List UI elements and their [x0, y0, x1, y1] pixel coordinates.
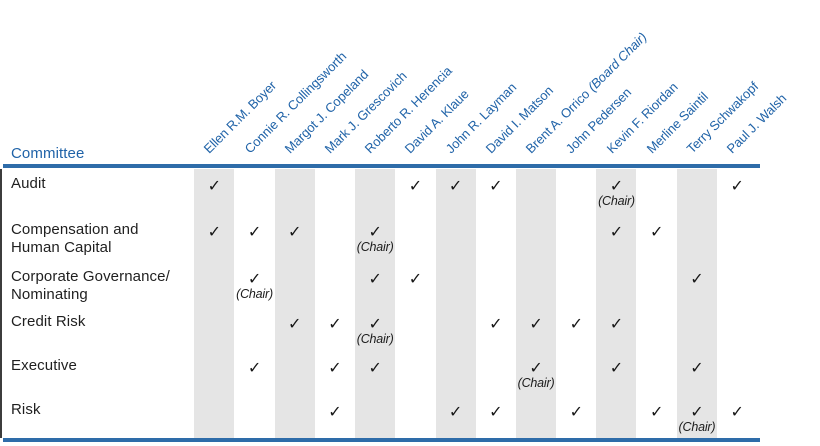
check-icon: ✓ — [650, 222, 664, 241]
check-icon: ✓ — [690, 358, 704, 377]
check-icon: ✓ — [609, 222, 624, 241]
committee-row-label-line: Executive — [11, 357, 77, 374]
check-icon: ✓ — [368, 358, 382, 377]
check-icon: ✓ — [730, 402, 744, 421]
check-icon: ✓ — [368, 269, 382, 288]
check-icon: ✓ — [247, 269, 262, 288]
check-icon: ✓ — [690, 269, 704, 288]
check-icon: ✓ — [489, 176, 503, 195]
committee-column-header: Committee — [11, 145, 85, 162]
check-icon: ✓ — [247, 358, 262, 377]
header-rule — [3, 164, 760, 168]
committee-row-label-line: Compensation and — [11, 221, 139, 238]
chair-label: (Chair) — [236, 287, 273, 301]
chair-label: (Chair) — [517, 376, 555, 390]
chair-label: (Chair) — [598, 194, 635, 208]
committee-row-label-line: Nominating — [11, 286, 88, 303]
check-icon: ✓ — [690, 402, 704, 421]
committee-row-label: Executive — [11, 357, 196, 375]
check-icon: ✓ — [489, 314, 503, 333]
check-icon: ✓ — [730, 176, 744, 195]
committee-row-label: Risk — [11, 401, 196, 419]
column-stripe — [515, 169, 556, 438]
committee-row-label-line: Risk — [11, 401, 41, 418]
check-icon: ✓ — [207, 176, 221, 195]
check-icon: ✓ — [569, 402, 583, 421]
check-icon: ✓ — [448, 402, 463, 421]
check-icon: ✓ — [408, 269, 423, 288]
check-icon: ✓ — [328, 358, 342, 377]
committee-row-label: Credit Risk — [11, 313, 196, 331]
check-icon: ✓ — [650, 402, 664, 421]
column-stripe — [596, 169, 637, 438]
check-icon: ✓ — [288, 222, 302, 241]
check-icon: ✓ — [408, 176, 423, 195]
check-icon: ✓ — [609, 176, 624, 195]
check-icon: ✓ — [288, 314, 302, 333]
check-icon: ✓ — [247, 222, 262, 241]
check-icon: ✓ — [609, 358, 624, 377]
committee-row-label-line: Corporate Governance/ — [11, 268, 170, 285]
committee-row-label-line: Credit Risk — [11, 313, 86, 330]
check-icon: ✓ — [328, 402, 342, 421]
bottom-rule — [3, 438, 760, 442]
check-icon: ✓ — [529, 358, 543, 377]
check-icon: ✓ — [368, 222, 382, 241]
check-icon: ✓ — [569, 314, 583, 333]
chair-label: (Chair) — [356, 332, 394, 346]
chair-label: (Chair) — [356, 240, 394, 254]
check-icon: ✓ — [207, 222, 221, 241]
check-icon: ✓ — [489, 402, 503, 421]
column-stripe — [435, 169, 476, 438]
left-edge-line — [0, 169, 2, 438]
check-icon: ✓ — [368, 314, 382, 333]
committee-row-label: Corporate Governance/Nominating — [11, 268, 196, 304]
column-stripe — [194, 169, 235, 438]
chair-label: (Chair) — [678, 420, 716, 434]
board-chair-suffix: (Board Chair) — [584, 29, 650, 95]
column-stripe — [676, 169, 717, 438]
column-stripe — [274, 169, 315, 438]
committee-row-label-line: Human Capital — [11, 239, 112, 256]
column-stripe — [355, 169, 396, 438]
committee-row-label: Audit — [11, 175, 196, 193]
check-icon: ✓ — [529, 314, 543, 333]
check-icon: ✓ — [448, 176, 463, 195]
committee-row-label-line: Audit — [11, 175, 46, 192]
check-icon: ✓ — [328, 314, 342, 333]
check-icon: ✓ — [609, 314, 624, 333]
